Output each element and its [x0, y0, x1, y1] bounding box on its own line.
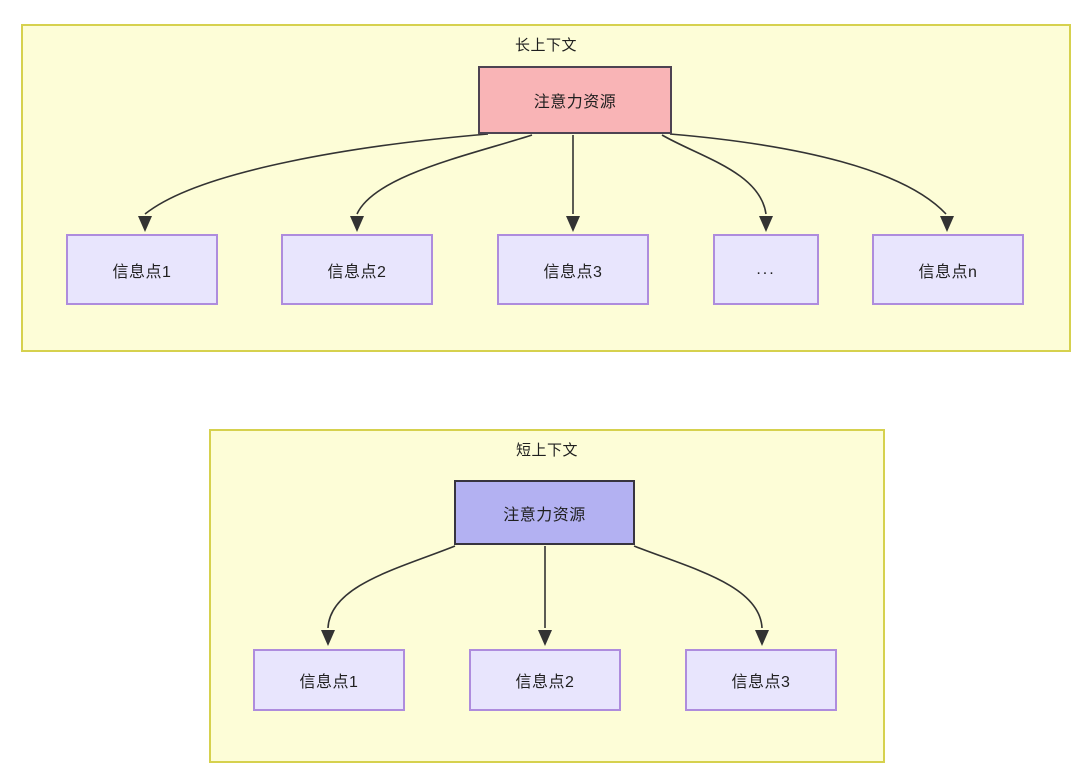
node-long-info-3-label: 信息点3: [543, 263, 603, 281]
node-long-info-ellipsis-label: ...: [756, 260, 776, 278]
node-short-attention-resource-label: 注意力资源: [503, 506, 586, 524]
node-short-info-1-label: 信息点1: [299, 674, 359, 691]
node-short-info-2-label: 信息点2: [515, 674, 575, 691]
node-long-attention-resource-label: 注意力资源: [533, 94, 617, 111]
node-long-info-n-label: 信息点n: [918, 263, 978, 281]
node-long-info-3[interactable]: 信息点3: [497, 234, 649, 305]
node-long-info-n[interactable]: 信息点n: [872, 234, 1024, 305]
node-long-info-1-label: 信息点1: [112, 263, 172, 281]
node-long-attention-resource[interactable]: 注意力资源: [478, 66, 672, 134]
node-long-info-ellipsis[interactable]: ...: [713, 234, 819, 305]
node-long-info-2-label: 信息点2: [327, 263, 387, 281]
group-long-context-title: 长上下文: [514, 37, 577, 54]
node-short-attention-resource[interactable]: 注意力资源: [454, 480, 635, 545]
node-short-info-3[interactable]: 信息点3: [685, 649, 837, 711]
node-short-info-3-label: 信息点3: [731, 674, 791, 691]
node-long-info-1[interactable]: 信息点1: [66, 234, 218, 305]
node-long-info-2[interactable]: 信息点2: [281, 234, 433, 305]
node-short-info-2[interactable]: 信息点2: [469, 649, 621, 711]
node-short-info-1[interactable]: 信息点1: [253, 649, 405, 711]
group-short-context-title: 短上下文: [515, 442, 578, 459]
